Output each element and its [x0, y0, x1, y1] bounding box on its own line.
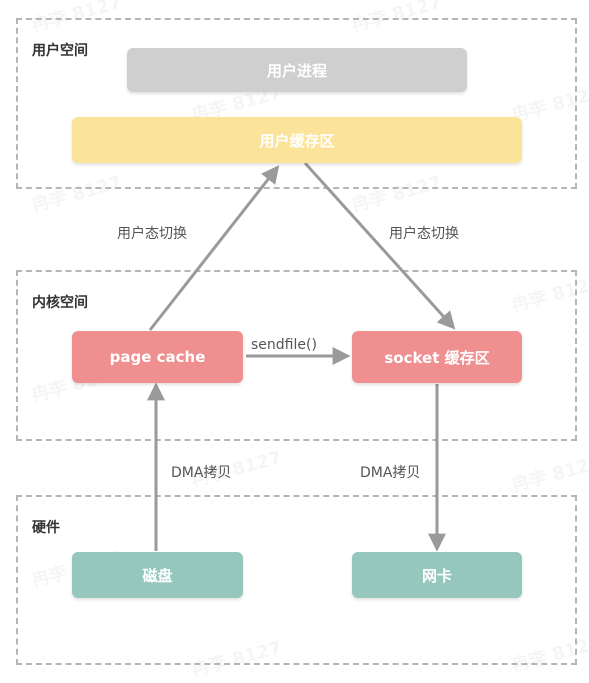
edge-label-nic-dma: DMA拷贝	[360, 465, 421, 481]
edge-label-disk-dma: DMA拷贝	[171, 465, 232, 481]
kernel-space-region	[16, 270, 577, 441]
user-process-box: 用户进程	[127, 48, 467, 92]
disk-box: 磁盘	[72, 552, 243, 598]
edge-label-page-to-user: 用户态切换	[117, 226, 187, 242]
arrow-user-buffer-to-socket-buffer	[303, 161, 456, 330]
edge-label-sendfile: sendfile()	[251, 337, 317, 353]
page-cache-box: page cache	[72, 331, 243, 383]
user-buffer-box: 用户缓存区	[72, 117, 522, 163]
user-space-label: 用户空间	[32, 43, 88, 59]
arrow-page-cache-to-user-buffer	[148, 165, 280, 331]
user-space-region	[16, 18, 577, 189]
kernel-space-label: 内核空间	[32, 295, 88, 311]
socket-buffer-box: socket 缓存区	[352, 331, 522, 383]
hardware-label: 硬件	[32, 520, 60, 536]
hardware-region	[16, 495, 577, 665]
nic-box: 网卡	[352, 552, 522, 598]
edge-label-user-to-socket: 用户态切换	[389, 226, 459, 242]
